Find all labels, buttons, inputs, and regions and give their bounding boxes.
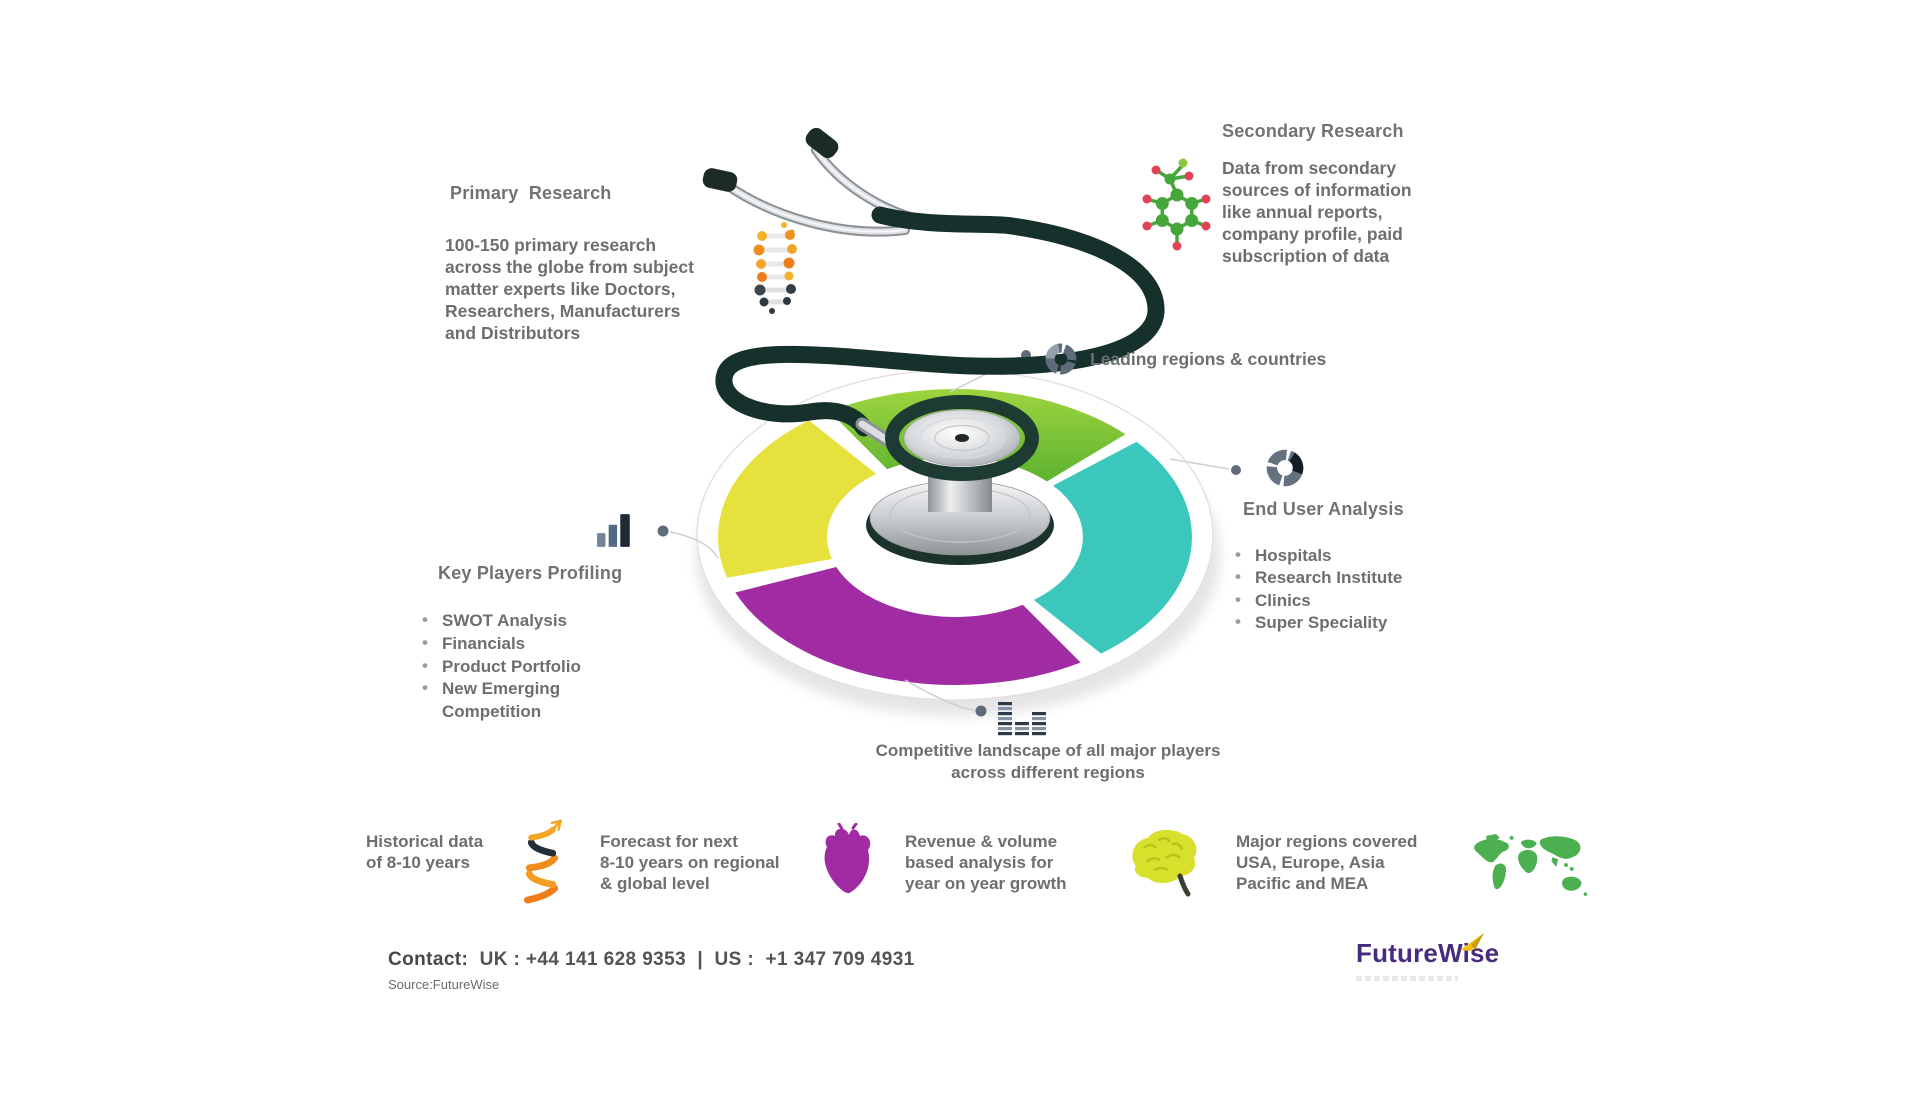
- competitive-landscape-line2: across different regions: [951, 763, 1145, 783]
- donut-slice-purple: [735, 567, 1081, 685]
- end-user-analysis-title: End User Analysis: [1243, 499, 1404, 519]
- list-item: Product Portfolio: [420, 655, 581, 679]
- stacked-stripes-icon: [998, 702, 1046, 736]
- segmented-donut-icon: [1045, 343, 1077, 375]
- molecule-icon: [1142, 158, 1211, 251]
- key-players-profiling-title: Key Players Profiling: [438, 563, 623, 583]
- leading-regions-label: Leading regions & countries: [1090, 349, 1327, 369]
- historical-data-text: Historical data of 8-10 years: [366, 832, 484, 873]
- growth-arrow-icon: [523, 819, 563, 904]
- secondary-research-body: Data from secondary sources of informati…: [1222, 158, 1412, 267]
- list-item: SWOT Analysis: [420, 609, 581, 633]
- list-item: Financials: [420, 632, 581, 656]
- key-players-profiling-list: SWOT Analysis Financials Product Portfol…: [420, 609, 581, 724]
- ear-tips: [702, 127, 839, 192]
- chest-piece: [866, 395, 1054, 565]
- forecast-text: Forecast for next 8-10 years on regional…: [600, 832, 780, 894]
- stethoscope-donut-artwork: [657, 127, 1241, 717]
- contact-label: Contact:: [388, 949, 469, 970]
- donut-slice-yellow: [718, 420, 877, 578]
- list-item: Hospitals: [1233, 544, 1402, 567]
- contact-line: Contact: UK : +44 141 628 9353 | US : +1…: [388, 949, 915, 971]
- bar-chart-icon: [597, 514, 630, 547]
- brain-icon: [1132, 829, 1197, 897]
- world-map-icon: [1474, 833, 1588, 896]
- donut-slice-teal: [1033, 441, 1192, 654]
- paper-plane-icon: [1460, 933, 1484, 951]
- list-item: Super Speciality: [1233, 611, 1402, 634]
- primary-research-title: Primary Research: [450, 183, 612, 203]
- list-item: New Emerging Competition: [420, 677, 581, 724]
- contact-value: UK : +44 141 628 9353 | US : +1 347 709 …: [479, 949, 915, 970]
- primary-research-body: 100-150 primary research across the glob…: [445, 235, 694, 344]
- major-regions-text: Major regions covered USA, Europe, Asia …: [1236, 832, 1418, 894]
- heart-icon: [824, 823, 871, 894]
- stethoscope-tube: [715, 206, 1165, 437]
- segmented-donut-icon: [1266, 449, 1304, 487]
- source-credit: Source:FutureWise: [388, 977, 500, 992]
- logo-tagline: [1356, 976, 1458, 981]
- competitive-landscape-text: Competitive landscape of all major playe…: [820, 740, 1276, 784]
- list-item: Clinics: [1233, 589, 1402, 612]
- revenue-volume-text: Revenue & volume based analysis for year…: [905, 832, 1067, 894]
- futurewise-logo: FutureWise: [1356, 933, 1499, 981]
- end-user-analysis-list: Hospitals Research Institute Clinics Sup…: [1233, 544, 1402, 635]
- list-item: Research Institute: [1233, 566, 1402, 589]
- dna-icon: [753, 222, 797, 314]
- secondary-research-title: Secondary Research: [1222, 121, 1404, 141]
- competitive-landscape-line1: Competitive landscape of all major playe…: [875, 741, 1221, 760]
